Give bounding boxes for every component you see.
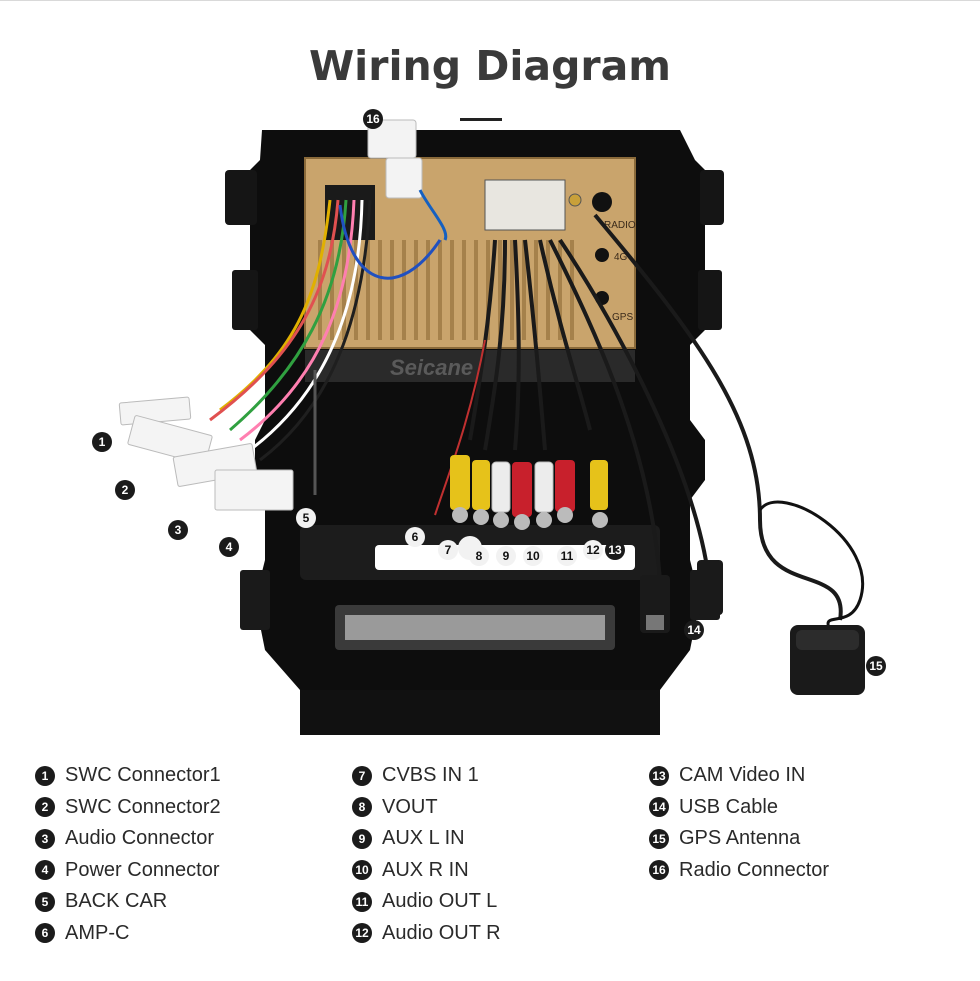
legend-number: 15 (649, 828, 669, 849)
legend-item: 10 AUX R IN (352, 855, 501, 887)
legend-label: AMP-C (65, 921, 130, 944)
legend-item: 8 VOUT (352, 792, 501, 824)
legend-label: Radio Connector (679, 858, 830, 881)
callout-13: 13 (605, 540, 625, 560)
legend-item: 15 GPS Antenna (649, 823, 829, 855)
seicane-watermark: Seicane (390, 355, 473, 380)
legend-label: Audio OUT R (382, 921, 501, 944)
legend-label: CAM Video IN (679, 764, 806, 787)
watermark-band (305, 350, 635, 382)
legend-number: 16 (649, 860, 669, 881)
rca-plugs (450, 455, 608, 560)
white-harness-connectors (118, 396, 294, 511)
legend-number: 14 (649, 797, 669, 818)
legend-number: 10 (352, 860, 372, 881)
callout-16: 16 (363, 109, 383, 129)
callout-15: 15 (866, 656, 886, 676)
legend-label: Audio Connector (65, 827, 214, 850)
legend-item: 5 BACK CAR (35, 886, 221, 918)
legend-item: 7 CVBS IN 1 (352, 760, 501, 792)
legend-number: 7 (352, 765, 372, 786)
legend-label: CVBS IN 1 (382, 764, 479, 787)
callout-9: 9 (496, 546, 516, 566)
radio-port-label: RADIO (604, 220, 636, 231)
callout-1: 1 (92, 432, 112, 452)
page-title: Wiring Diagram (308, 42, 672, 90)
title-underline (460, 118, 502, 121)
radio-connector (367, 119, 448, 241)
rca-cables (434, 213, 843, 621)
legend-number: 11 (352, 891, 372, 912)
legend-column-3: 13 CAM Video IN 14 USB Cable 15 GPS Antenna… (649, 760, 829, 886)
legend-label: USB Cable (679, 795, 778, 818)
legend-item: 16 Radio Connector (649, 855, 829, 887)
callout-11: 11 (557, 546, 577, 566)
legend-number: 8 (352, 797, 372, 818)
usb-cable-plugs (640, 560, 723, 633)
legend-label: BACK CAR (65, 890, 168, 913)
callout-10: 10 (523, 546, 543, 566)
legend-label: Power Connector (65, 858, 220, 881)
legend-number: 6 (35, 923, 55, 944)
legend-item: 1 SWC Connector1 (35, 760, 221, 792)
legend-item: 6 AMP-C (35, 918, 221, 950)
legend-number: 13 (649, 765, 669, 786)
legend-number: 2 (35, 797, 55, 818)
legend-number: 9 (352, 828, 372, 849)
legend-item: 9 AUX L IN (352, 823, 501, 855)
legend-item: 2 SWC Connector2 (35, 792, 221, 824)
legend-number: 4 (35, 860, 55, 881)
legend-column-2: 7 CVBS IN 1 8 VOUT 9 AUX L IN 10 AUX R IN 11… (352, 760, 501, 949)
legend-label: SWC Connector2 (65, 795, 221, 818)
callout-6: 6 (405, 527, 425, 547)
legend-item: 3 Audio Connector (35, 823, 221, 855)
callout-2: 2 (115, 480, 135, 500)
callout-14: 14 (684, 620, 704, 640)
legend-item: 14 USB Cable (649, 792, 829, 824)
legend-item: 11 Audio OUT L (352, 886, 501, 918)
head-unit-photo: RADIO 4G GPS Seicane (118, 119, 865, 735)
legend-number: 5 (35, 891, 55, 912)
legend-item: 4 Power Connector (35, 855, 221, 887)
callout-12: 12 (583, 540, 603, 560)
top-divider (0, 0, 980, 1)
legend-label: AUX R IN (382, 858, 469, 881)
callout-7: 7 (438, 540, 458, 560)
legend-number: 3 (35, 828, 55, 849)
legend-column-1: 1 SWC Connector1 2 SWC Connector2 3 Audio C… (35, 760, 221, 949)
legend-number: 12 (352, 923, 372, 944)
gps-port-label: GPS (612, 312, 633, 323)
callout-4: 4 (219, 537, 239, 557)
harness-wires (209, 199, 442, 495)
legend-number: 1 (35, 765, 55, 786)
callout-5: 5 (296, 508, 316, 528)
callout-8: 8 (469, 546, 489, 566)
legend-item: 13 CAM Video IN (649, 760, 829, 792)
4g-port-label: 4G (614, 252, 628, 263)
legend-item: 12 Audio OUT R (352, 918, 501, 950)
legend-label: Audio OUT L (382, 890, 498, 913)
gps-antenna (758, 500, 865, 695)
legend-label: AUX L IN (382, 827, 465, 850)
legend-label: GPS Antenna (679, 827, 801, 850)
legend-label: VOUT (382, 795, 438, 818)
legend-label: SWC Connector1 (65, 764, 221, 787)
callout-3: 3 (168, 520, 188, 540)
